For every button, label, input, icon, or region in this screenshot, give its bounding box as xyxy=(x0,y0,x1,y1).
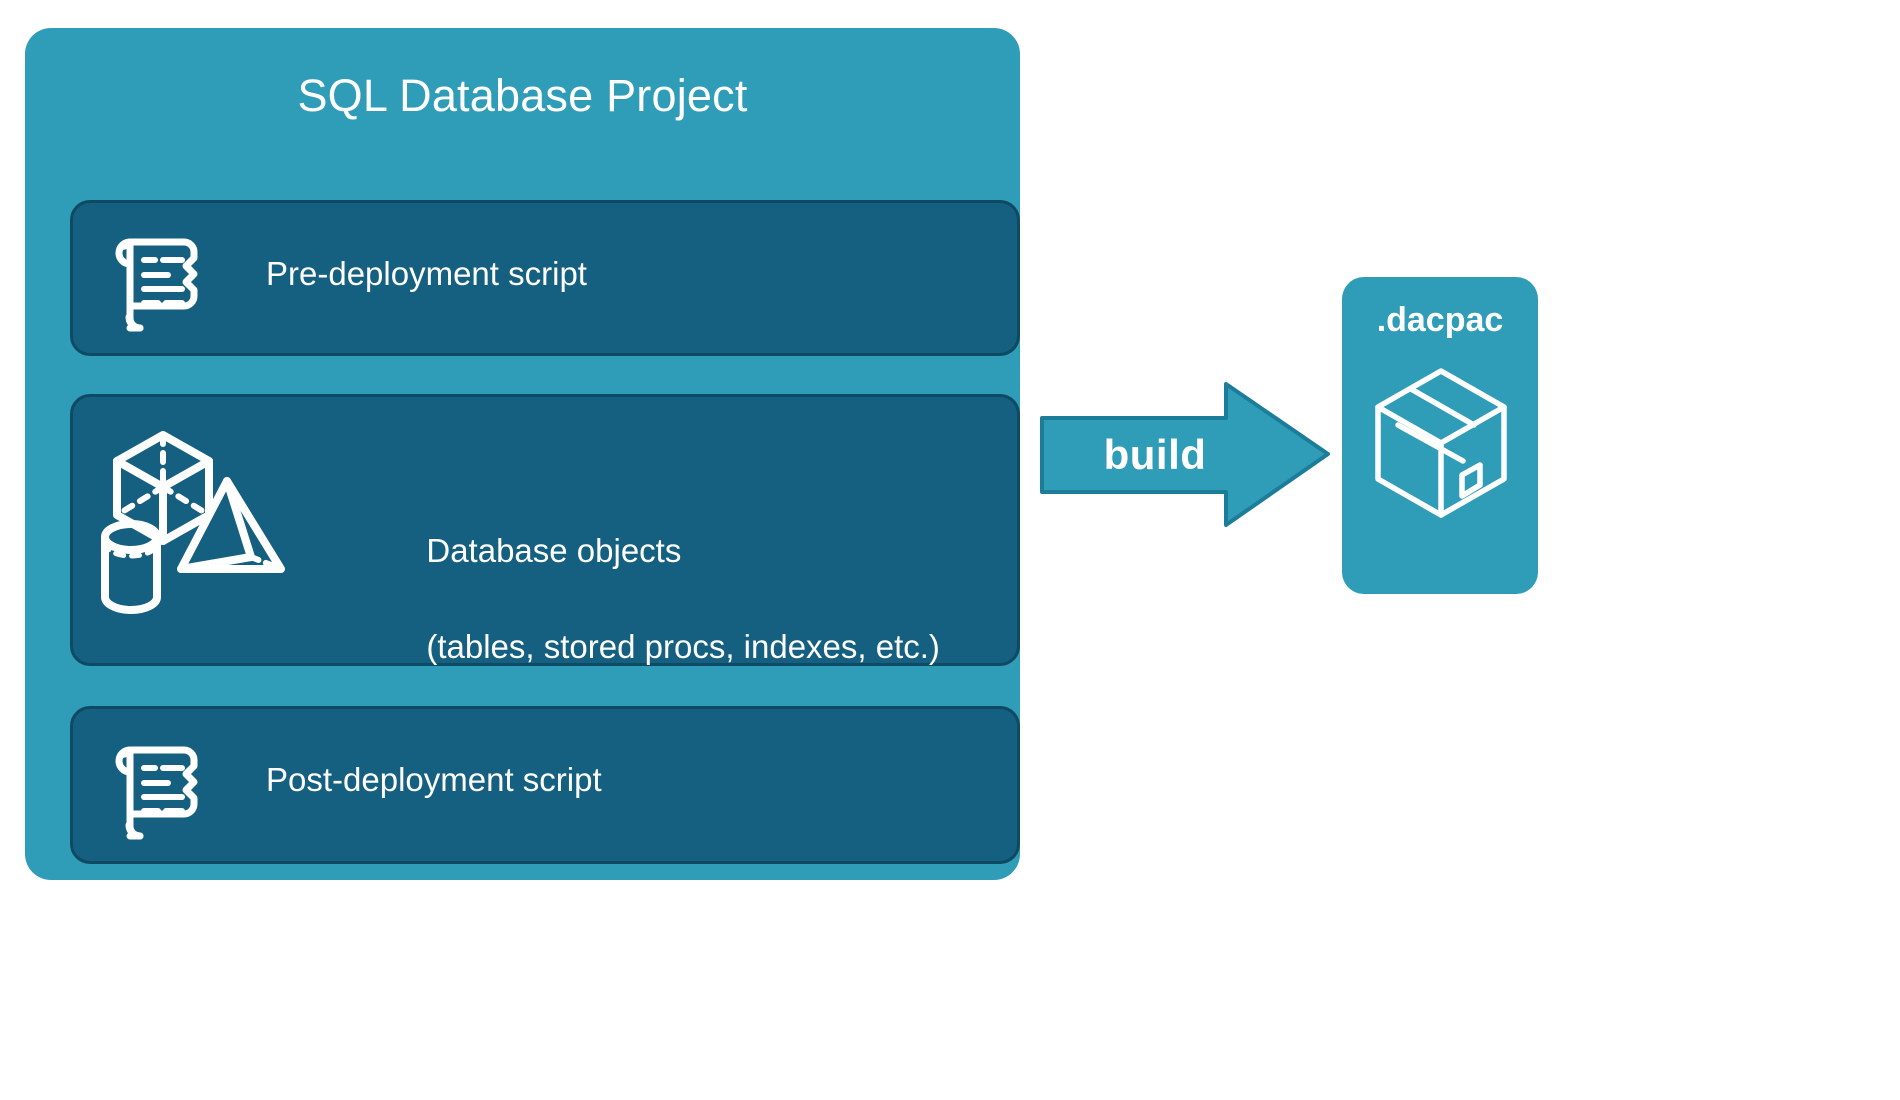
scroll-icon xyxy=(92,228,212,333)
database-objects-label-line1: Database objects xyxy=(426,532,682,569)
pre-deployment-script-box[interactable]: Pre-deployment script xyxy=(70,200,1020,356)
database-objects-label-line2: (tables, stored procs, indexes, etc.) xyxy=(426,628,940,665)
database-objects-box[interactable]: Database objects (tables, stored procs, … xyxy=(70,394,1020,666)
scroll-icon xyxy=(92,736,212,841)
database-objects-label: Database objects (tables, stored procs, … xyxy=(353,479,940,719)
post-deployment-script-label: Post-deployment script xyxy=(266,761,602,798)
shapes-icon xyxy=(85,419,335,649)
sql-database-project-card: SQL Database Project xyxy=(25,28,1020,880)
right-arrow-icon xyxy=(1040,382,1330,527)
post-deployment-script-box[interactable]: Post-deployment script xyxy=(70,706,1020,864)
pyramid-shape xyxy=(177,477,285,573)
cylinder-shape xyxy=(101,520,161,614)
dacpac-output-card[interactable]: .dacpac xyxy=(1342,277,1538,594)
pre-deployment-script-label: Pre-deployment script xyxy=(266,255,587,292)
dacpac-title: .dacpac xyxy=(1376,301,1504,339)
package-box-icon xyxy=(1370,363,1512,523)
page-title: SQL Database Project xyxy=(297,70,748,121)
